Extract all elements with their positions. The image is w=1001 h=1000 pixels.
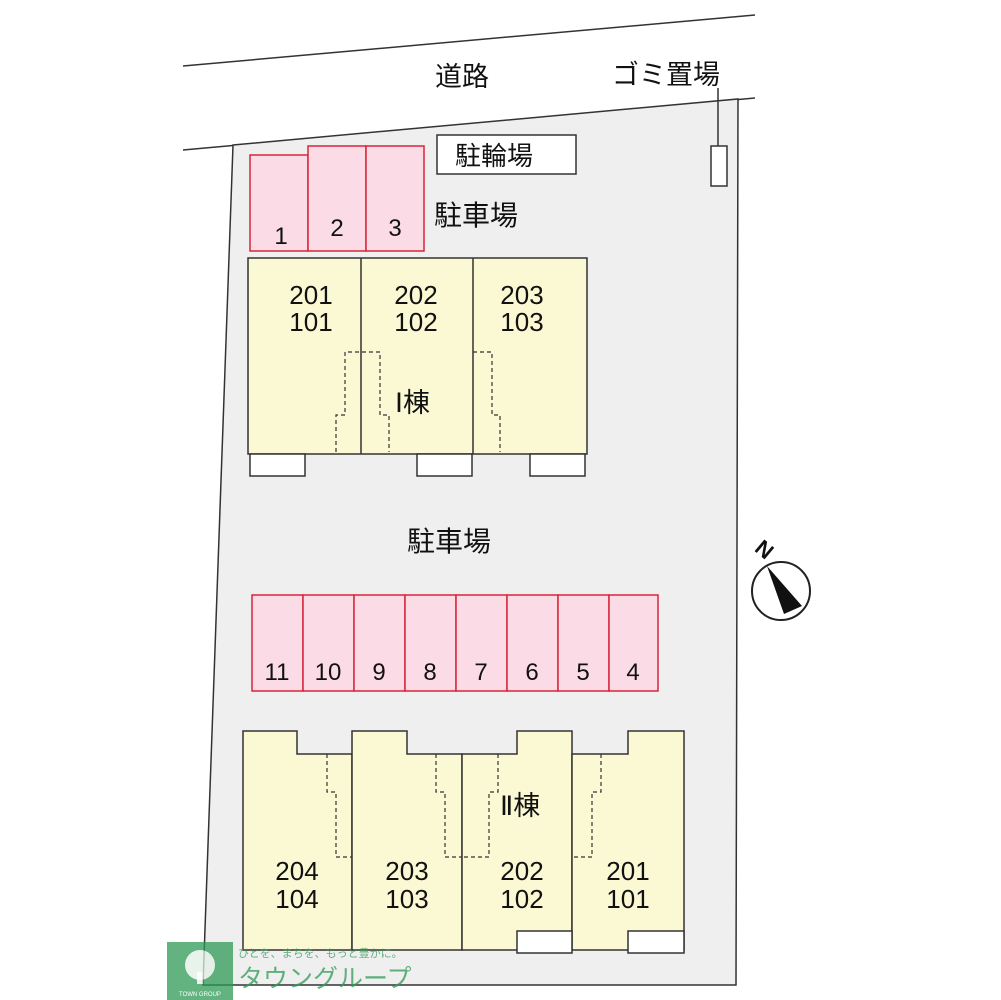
building-2 — [242, 730, 685, 954]
building-2-step-2 — [627, 930, 685, 954]
tree-trunk-icon — [197, 972, 203, 984]
building-2-unit-1 — [242, 730, 353, 951]
b1-unit2-lower: 102 — [394, 307, 437, 337]
b2-unit2-upper: 203 — [385, 856, 428, 886]
building-1-label: Ⅰ棟 — [395, 388, 430, 419]
space-label-2: 2 — [330, 215, 343, 242]
tree-logo-icon — [185, 950, 215, 980]
b2-unit4-lower: 101 — [606, 884, 649, 914]
b2-unit3-lower: 102 — [500, 884, 543, 914]
parking-space-8 — [404, 594, 457, 692]
building-1-step-1 — [249, 453, 306, 477]
road-label: 道路 — [435, 62, 489, 93]
b1-unit2-upper: 202 — [394, 280, 437, 310]
bicycle-parking-label: 駐輪場 — [455, 142, 533, 172]
north-label: N — [750, 535, 778, 564]
space-label-5: 5 — [576, 659, 589, 686]
b1-unit1-lower: 101 — [289, 307, 332, 337]
parking-space-5 — [557, 594, 610, 692]
bicycle-parking-box — [436, 134, 577, 175]
brand-watermark: TOWN GROUP ひとを、まちを、もっと豊かに。 タウングループ — [167, 942, 412, 1000]
north-arrow-icon — [767, 566, 802, 614]
b2-unit4-upper: 201 — [606, 856, 649, 886]
space-label-4: 4 — [626, 659, 639, 686]
building-1-stair-1 — [335, 351, 390, 452]
building-2-stair-3 — [462, 754, 499, 858]
building-2-unit-3 — [461, 730, 573, 951]
compass: N — [750, 535, 811, 621]
garbage-label: ゴミ置場 — [612, 60, 720, 91]
building-2-unit-4 — [571, 730, 685, 951]
space-label-10: 10 — [315, 659, 342, 686]
brand-logo-small-text: TOWN GROUP — [179, 992, 221, 998]
road-edge-north — [182, 14, 756, 67]
b2-unit3-upper: 202 — [500, 856, 543, 886]
b1-unit3-lower: 103 — [500, 307, 543, 337]
building-1-step-2 — [416, 453, 473, 477]
parking-space-2 — [307, 145, 367, 252]
space-label-7: 7 — [474, 659, 487, 686]
space-label-9: 9 — [372, 659, 385, 686]
b2-unit1-upper: 204 — [275, 856, 318, 886]
building-2-unit-2 — [351, 730, 463, 951]
brand-company: タウングループ — [238, 964, 412, 993]
middle-parking-group — [251, 594, 659, 692]
b1-unit1-upper: 201 — [289, 280, 332, 310]
building-2-step-1 — [516, 930, 573, 954]
b2-unit2-lower: 103 — [385, 884, 428, 914]
building-1-step-3 — [529, 453, 586, 477]
b2-unit1-lower: 104 — [275, 884, 318, 914]
space-label-8: 8 — [423, 659, 436, 686]
space-label-11: 11 — [265, 659, 290, 686]
parking-space-4 — [608, 594, 659, 692]
parking-space-11 — [251, 594, 304, 692]
parking-label-middle: 駐車場 — [407, 525, 491, 558]
parking-label-top: 駐車場 — [434, 199, 518, 232]
parking-space-7 — [455, 594, 508, 692]
garbage-station — [710, 145, 728, 187]
building-2-label: Ⅱ棟 — [500, 791, 540, 822]
parking-space-9 — [353, 594, 406, 692]
brand-tagline: ひとを、まちを、もっと豊かに。 — [238, 947, 403, 960]
building-1 — [247, 257, 588, 477]
space-label-6: 6 — [525, 659, 538, 686]
space-label-3: 3 — [388, 215, 401, 242]
top-parking-group — [249, 145, 425, 252]
parking-space-3 — [365, 145, 425, 252]
b1-unit3-upper: 203 — [500, 280, 543, 310]
space-label-1: 1 — [274, 223, 287, 250]
